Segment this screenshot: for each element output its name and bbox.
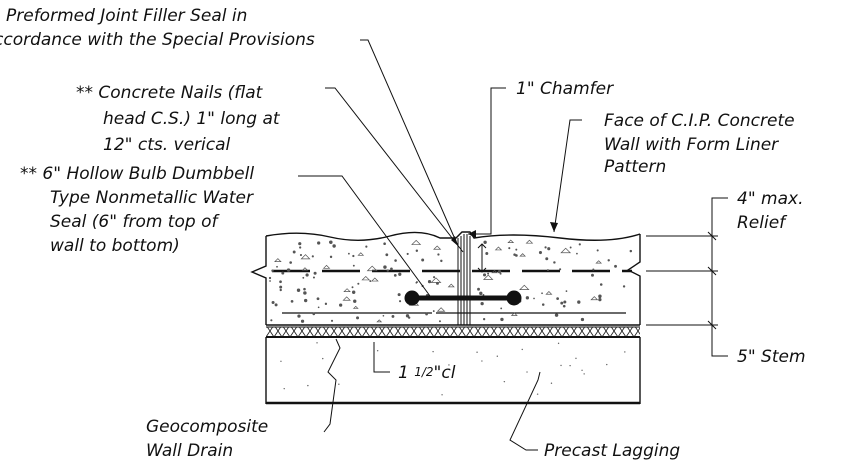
label-clearance: 1 1/2"cl	[398, 363, 456, 383]
label-face-1: Face of C.I.P. Concrete	[604, 111, 795, 131]
relief-ext-lines	[646, 235, 718, 326]
arrowhead-face	[550, 222, 558, 232]
label-water-seal-3: Seal (6" from top of	[50, 212, 220, 232]
lagging-texture	[280, 342, 626, 396]
relief-ticks	[707, 231, 717, 330]
chamfer-dim	[477, 243, 487, 273]
label-water-seal-4: wall to bottom)	[50, 236, 180, 256]
label-lagging: Precast Lagging	[544, 441, 680, 461]
leader-drain	[323, 338, 341, 433]
label-nails-3: 12" cts. verical	[103, 135, 231, 155]
leader-chamfer	[468, 87, 506, 235]
label-joint-filler-2: ccordance with the Special Provisions	[0, 30, 315, 50]
concrete-aggregate	[268, 239, 633, 323]
wall-top-edge	[265, 231, 641, 241]
leader-lagging	[509, 371, 541, 451]
leader-face	[553, 119, 582, 233]
leader-nails	[325, 87, 464, 253]
label-relief-2: Relief	[737, 213, 788, 233]
label-drain-1: Geocomposite	[146, 417, 268, 437]
leader-lines	[298, 39, 728, 451]
precast-lagging	[265, 337, 641, 405]
annotation-labels: Preformed Joint Filler Seal in ccordance…	[0, 6, 806, 461]
label-joint-filler-1: Preformed Joint Filler Seal in	[6, 6, 247, 26]
leader-water-seal	[298, 175, 431, 297]
joint-assembly	[404, 234, 522, 325]
leader-joint-filler	[360, 39, 459, 247]
wall-right-break	[626, 234, 641, 325]
concrete-wall	[250, 231, 641, 325]
label-drain-2: Wall Drain	[146, 441, 233, 461]
label-water-seal-1: ** 6" Hollow Bulb Dumbbell	[20, 164, 254, 184]
water-seal-bulb-right	[506, 290, 522, 306]
label-stem: 5" Stem	[737, 347, 806, 367]
geocomposite-hatch	[266, 327, 640, 337]
relief-dim-line	[711, 197, 728, 357]
label-nails-1: ** Concrete Nails (flat	[76, 83, 264, 103]
label-water-seal-2: Type Nonmetallic Water	[50, 188, 254, 208]
arrowhead-chamfer	[468, 230, 476, 238]
leader-clearance	[373, 342, 390, 373]
arrowhead-joint-filler	[451, 236, 458, 246]
geocomposite-layer	[266, 324, 640, 338]
wall-left-break	[250, 236, 267, 325]
water-seal-bulb-left	[404, 290, 420, 306]
label-face-3: Pattern	[604, 157, 666, 177]
label-face-2: Wall with Form Liner	[604, 135, 779, 155]
label-relief-1: 4" max.	[737, 189, 803, 209]
label-nails-2: head C.S.) 1" long at	[103, 109, 281, 129]
label-chamfer: 1" Chamfer	[516, 79, 614, 99]
